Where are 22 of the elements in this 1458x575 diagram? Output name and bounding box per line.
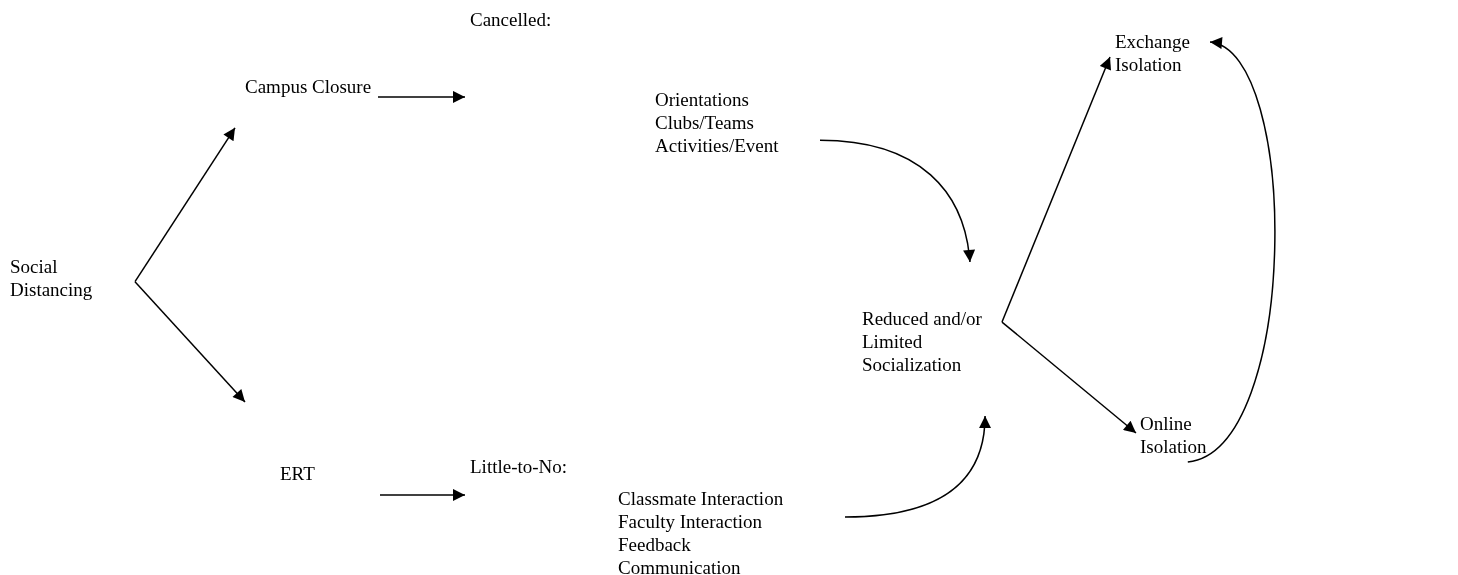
arrow: [377, 90, 466, 103]
arrow: [819, 139, 975, 263]
list-item: Communication: [618, 556, 741, 575]
node-label: Little-to-No:: [470, 455, 568, 478]
arrow: [844, 415, 991, 518]
node-label: Social Distancing: [10, 255, 94, 301]
list-item: Activities/Event: [655, 134, 779, 157]
node-label: ERT: [280, 462, 315, 485]
node-label: Campus Closure: [245, 75, 372, 98]
arrow: [134, 127, 236, 283]
arrow: [1001, 321, 1137, 434]
node-label: Cancelled:: [470, 8, 552, 31]
arrow: [379, 488, 466, 501]
node-label: Reduced and/or Limited Socialization: [862, 307, 983, 376]
list-item: Orientations: [655, 88, 749, 111]
list-item: Feedback: [618, 533, 691, 556]
node-label: Exchange Isolation: [1115, 30, 1191, 76]
arrow: [134, 280, 246, 403]
list-item: Classmate Interaction: [618, 487, 784, 510]
arrow: [1001, 56, 1112, 323]
list-item: Faculty Interaction: [618, 510, 763, 533]
list-item: Clubs/Teams: [655, 111, 754, 134]
